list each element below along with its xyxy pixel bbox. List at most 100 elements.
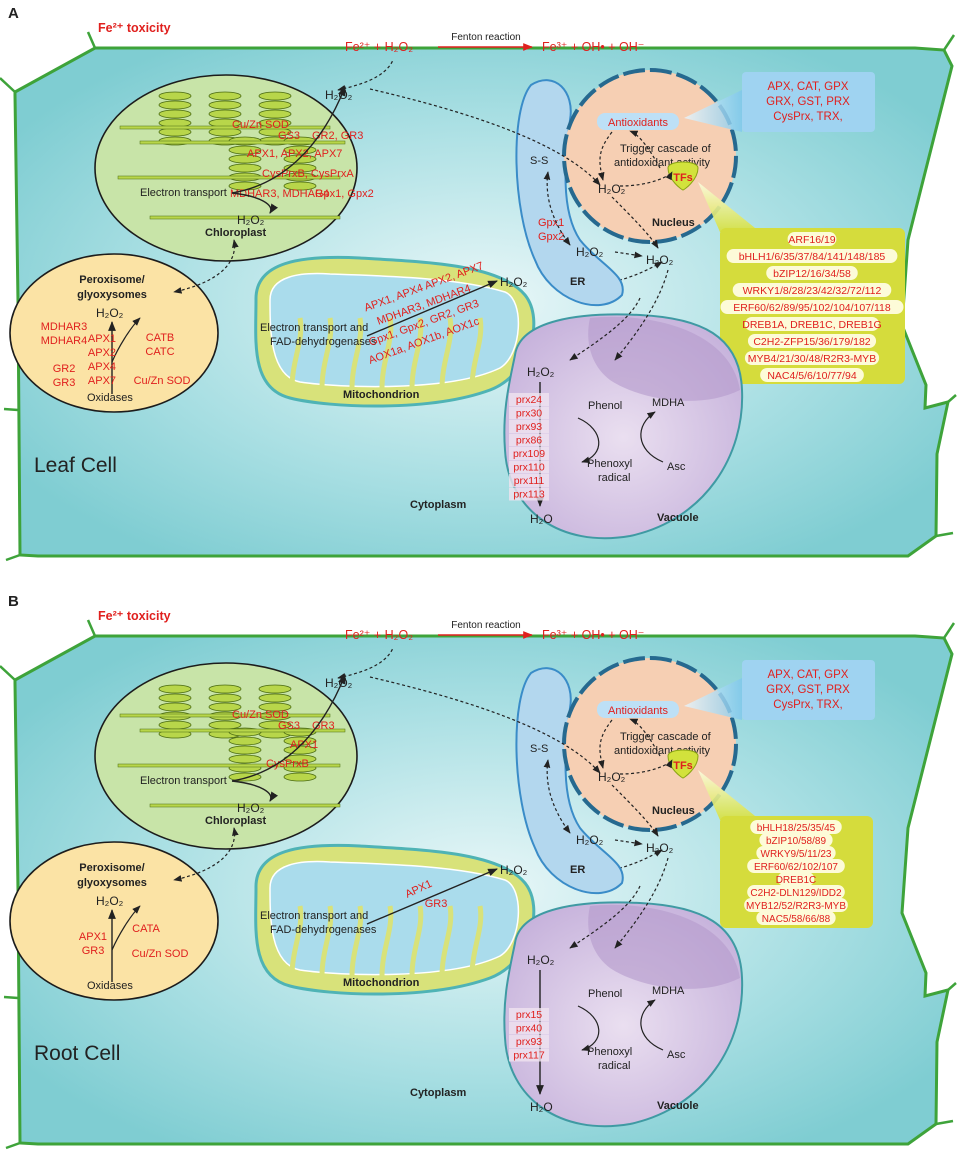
nucleus (562, 656, 738, 832)
prx-name: prx40 (516, 1023, 542, 1035)
tf-name: bZIP12/16/34/58 (773, 268, 851, 280)
perox-title: Peroxisome/ (79, 862, 144, 874)
vacuole-title: Vacuole (657, 512, 699, 524)
nucleus-tf-anti (629, 718, 661, 757)
stroma-lamella (117, 175, 341, 180)
tf-pill (766, 266, 858, 280)
thylakoid-disc (283, 181, 317, 191)
er-ss-link (543, 759, 571, 834)
vacuole-link (569, 297, 641, 361)
mito-crista (439, 905, 454, 977)
mito-text: FAD-dehydrogenases (270, 924, 377, 936)
chloro-enzyme: GS3 (278, 130, 300, 142)
wall-tip (5, 553, 21, 562)
vacuole-phenoxyl: Phenoxyl (587, 458, 632, 470)
thylakoid-disc (228, 754, 262, 764)
nucleus-h2o2: H₂O₂ (598, 770, 626, 784)
tf-name: bZIP10/58/89 (766, 836, 826, 847)
vacuole-asc: Asc (667, 1049, 686, 1061)
tf-pill (787, 232, 837, 246)
chloro-enzyme: GS3 (278, 720, 300, 732)
wall-tip (3, 995, 19, 1000)
tf-pill (720, 300, 904, 314)
cytoplasm-label: Cytoplasm (410, 1087, 466, 1099)
prx-bg (509, 1021, 549, 1035)
tf-pill (756, 911, 836, 925)
er-link (614, 839, 643, 847)
thylakoid-disc (228, 154, 262, 164)
er-h2o2: H₂O₂ (576, 245, 604, 259)
central-h2o2: H₂O₂ (646, 253, 674, 267)
nucleus-trigger: Trigger cascade of (620, 143, 712, 155)
tf-pill (747, 859, 845, 873)
perox-enzyme: APX1 (79, 931, 107, 943)
chloro-arrow-up (231, 674, 346, 782)
thylakoid-disc (258, 693, 292, 703)
mito-crista (349, 317, 364, 389)
perox-enzyme: GR3 (53, 377, 76, 389)
er-title: ER (570, 276, 585, 288)
mito-crista (289, 317, 304, 389)
phenol-arrow (577, 1005, 600, 1052)
vacuole-shade (588, 316, 740, 401)
tf-name: WRKY1/8/28/23/42/32/72/112 (743, 285, 882, 297)
vacuole-h2o: H₂O (530, 1100, 553, 1114)
nucleus-anti-h2o2 (597, 719, 613, 769)
mito-title: Mitochondrion (343, 977, 420, 989)
anti-callout-beam (684, 90, 742, 132)
chloro-enzyme: Gpx1, Gpx2 (315, 188, 374, 200)
thylakoid-disc (158, 693, 192, 703)
mito-crista (409, 905, 424, 977)
stroma-lamella (119, 713, 331, 718)
vacuole-shade (588, 904, 740, 989)
vacuole-h2o: H₂O (530, 512, 553, 526)
thylakoid-disc (158, 109, 192, 119)
prx-name: prx109 (513, 448, 545, 460)
perox-enzyme: APX1 (88, 333, 116, 345)
tf-name: ERF60/62/102/107 (754, 862, 838, 873)
chloro-enzyme: GR2, GR3 (312, 130, 363, 142)
vacuole-mdha: MDHA (652, 397, 685, 409)
thylakoid-disc (228, 163, 262, 173)
mito-matrix (269, 860, 520, 976)
chloro-arrow-down (231, 192, 278, 214)
cell-label: Root Cell (34, 1042, 120, 1065)
tf-pill (759, 833, 833, 847)
perox-title: glyoxysomes (77, 877, 147, 889)
fenton-label: Fenton reaction (451, 620, 521, 631)
chloro-title: Chloroplast (205, 815, 266, 827)
peroxisome (9, 253, 219, 413)
tf-name: C2H2-ZFP15/36/179/182 (753, 336, 870, 348)
mito-text: FAD-dehydrogenases (270, 336, 377, 348)
asc-arrow (640, 411, 664, 463)
tf-pill (747, 334, 877, 348)
prx-name: prx24 (516, 394, 542, 406)
chloro-enzyme: Cu/Zn SOD (232, 709, 289, 721)
thylakoid-disc (258, 109, 292, 119)
er-link (614, 251, 643, 259)
thylakoid-disc (228, 145, 262, 155)
phenol-arrow (577, 417, 600, 464)
fenton-chloro-link (337, 59, 394, 92)
toxicity-title: Fe²⁺ toxicity (98, 21, 171, 35)
chloro-h2o2-bottom: H₂O₂ (237, 213, 265, 227)
cytoplasm-label: Cytoplasm (410, 499, 466, 511)
tf-name: NAC4/5/6/10/77/94 (767, 370, 856, 382)
tf-name: DREB1A, DREB1C, DREB1G (742, 319, 881, 331)
anti-callout-line: APX, CAT, GPX (768, 669, 849, 681)
vacuole-title: Vacuole (657, 1100, 699, 1112)
perox-oxidases: Oxidases (87, 392, 133, 404)
tf-name: DREB1C (776, 875, 817, 886)
er-enzyme: Gpx1 (538, 217, 564, 229)
prx-bg (509, 393, 549, 406)
er-h2o2: H₂O₂ (576, 833, 604, 847)
mito-h2o2: H₂O₂ (500, 863, 528, 877)
mito-text: Electron transport and (260, 910, 368, 922)
thylakoid-disc (208, 91, 242, 101)
toxicity-title: Fe²⁺ toxicity (98, 609, 171, 623)
thylakoid-disc (208, 720, 242, 730)
tf-callout-beam (698, 182, 760, 232)
tfs-shape (667, 161, 699, 191)
chloro-title: Chloroplast (205, 227, 266, 239)
